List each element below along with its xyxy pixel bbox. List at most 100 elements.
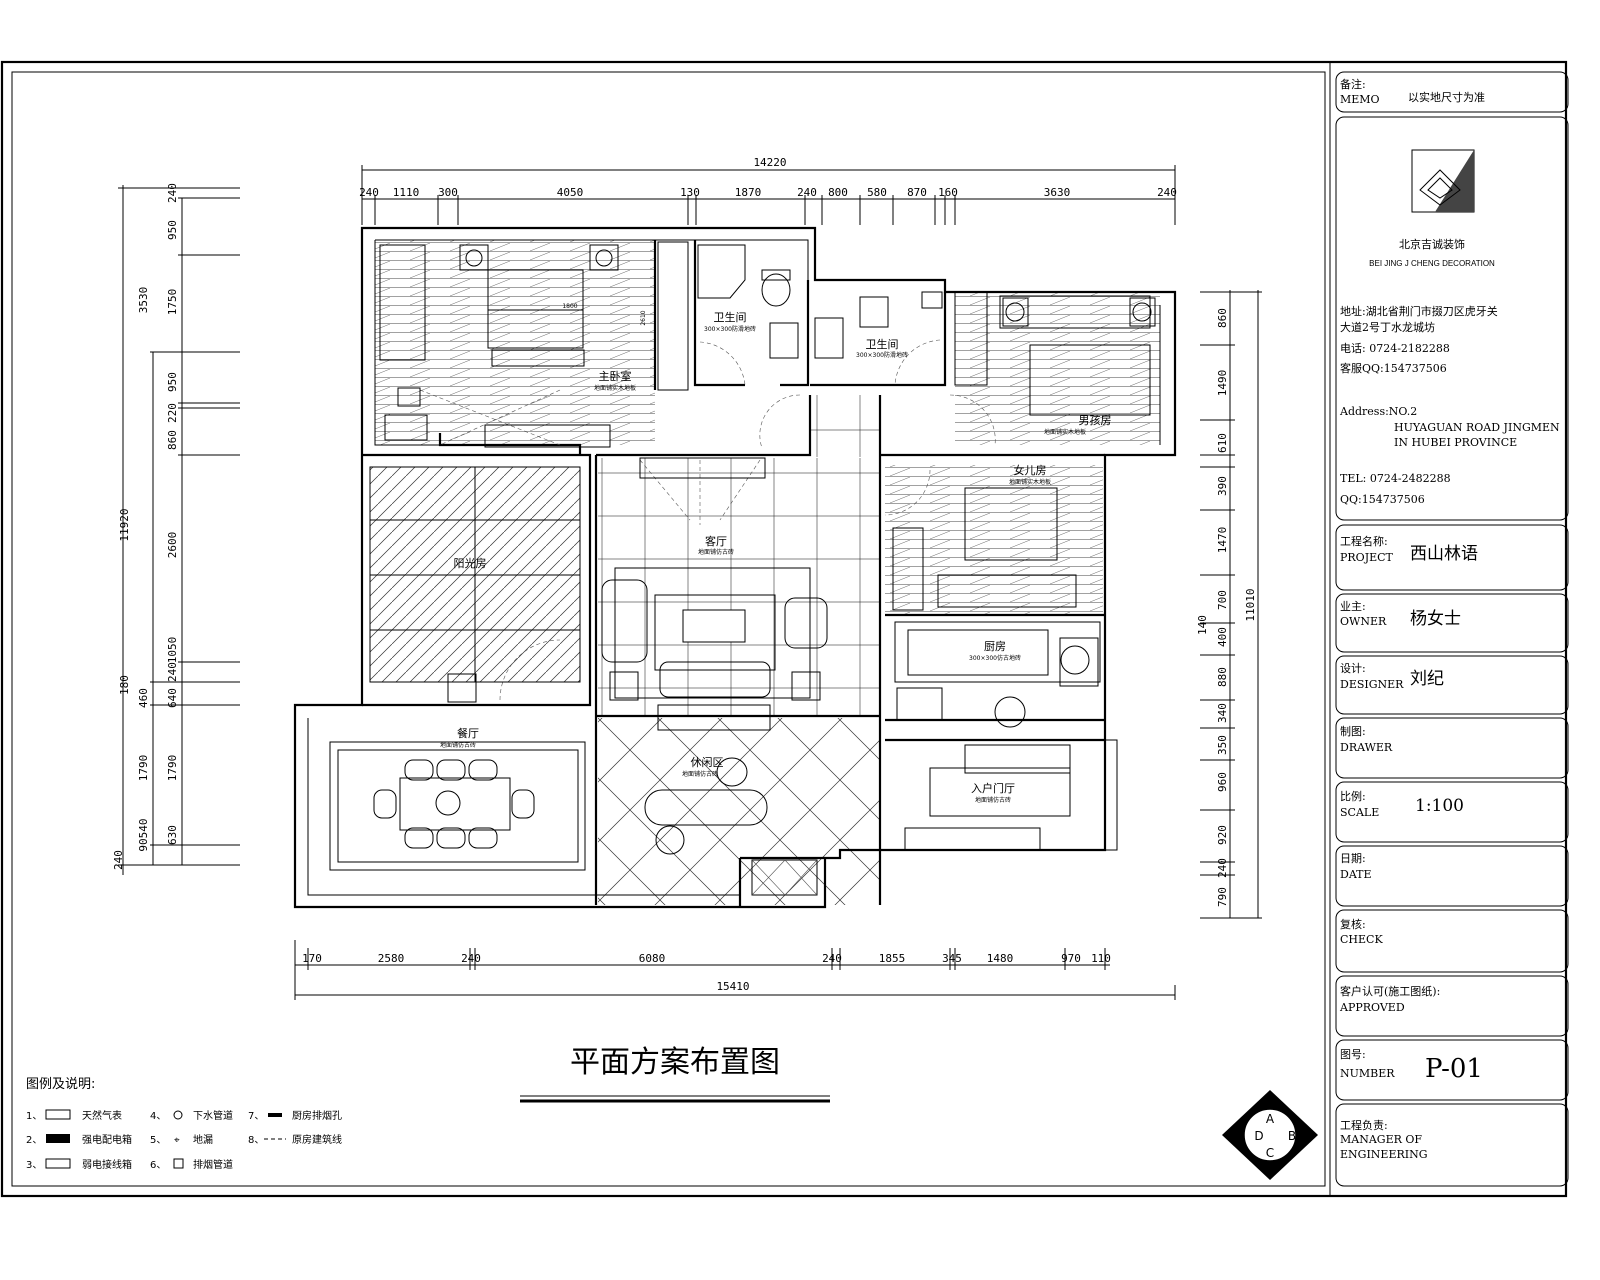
title_block-fields-8-en: NUMBER: [1340, 1067, 1395, 1080]
drawing-dims-left_mid-0: 3530: [137, 287, 150, 314]
drain-pipe-icon: [173, 1110, 183, 1120]
label-master-bedroom: 主卧室: [599, 369, 632, 383]
drawing-dims-right-6: 400: [1216, 627, 1229, 647]
drawing-dims-bottom-8: 970: [1061, 952, 1081, 965]
drawing-dims-bottom_total: 15410: [716, 980, 749, 993]
title_block-address_en_2: HUYAGUAN ROAD JINGMEN: [1394, 421, 1560, 434]
title_block-fields-7-cn: 客户认可(施工图纸):: [1340, 984, 1440, 998]
title_block-fields-5-en: DATE: [1340, 868, 1372, 881]
drawing-dims-right_total: 11010: [1244, 588, 1257, 621]
floor-drain-icon: ⌖: [174, 1135, 180, 1146]
title_block-address_cn_2: 大道2号丁水龙城坊: [1340, 320, 1435, 334]
drawing-rooms-bath2-floor: 300×300防滑地砖: [856, 351, 908, 359]
label-boy-room: 男孩房: [1079, 414, 1112, 427]
drawing-rooms-master_bedroom-floor: 地面铺实木地板: [594, 384, 636, 392]
drawing-dims-left-5: 860: [166, 430, 179, 450]
title_block-fields-6-en: CHECK: [1340, 933, 1383, 946]
company-name: 北京吉诚装饰: [1399, 237, 1465, 251]
drawing-legend-1-label: 强电配电箱: [82, 1133, 132, 1146]
dining-furniture: [329, 741, 586, 871]
drawing-rooms-leisure-floor: 地面铺仿古砖: [682, 770, 718, 778]
drawing-dims-right-7: 880: [1216, 667, 1229, 687]
drawing-dims-left-11: 630: [166, 825, 179, 845]
drawing-legend-2-num: 3、: [26, 1160, 42, 1171]
legend-title: 图例及说明:: [26, 1077, 95, 1092]
label-kitchen: 厨房: [984, 640, 1006, 653]
drawing-dims-left-3: 950: [166, 372, 179, 392]
drawing-dims-top-2: 300: [438, 186, 458, 199]
drawing-dims-left-9: 640: [166, 688, 179, 708]
drawing-dims-bottom-0: 170: [302, 952, 322, 965]
master-bedroom-furniture: 1800 2610: [379, 241, 689, 448]
drawing-dims-right-10: 960: [1216, 772, 1229, 792]
drawing-dims-right-5: 700: [1216, 590, 1229, 610]
drawing-legend-1-num: 2、: [26, 1135, 42, 1146]
drawing-legend-4-num: 5、: [150, 1135, 166, 1146]
drawing-dims-top-3: 4050: [557, 186, 584, 199]
drawing-dims-left-4: 220: [166, 403, 179, 423]
drawing-dims-left_mid-2: 460: [137, 688, 150, 708]
drawing-rooms-bath1-floor: 300×300防滑地砖: [704, 325, 756, 333]
drawing-dims-left_mid-5: 240: [112, 850, 125, 870]
drawing-dims-top-8: 580: [867, 186, 887, 199]
drawing-compass-1: B: [1288, 1129, 1296, 1143]
drawing-legend-2-label: 弱电接线箱: [82, 1158, 132, 1171]
title_block-address_en_1: Address:NO.2: [1339, 405, 1417, 418]
owner-name: 杨女士: [1410, 609, 1461, 629]
drawing-dims-right-2: 610: [1216, 433, 1229, 453]
drawing-legend-0-num: 1、: [26, 1111, 42, 1122]
drawing-compass-3: D: [1254, 1129, 1263, 1143]
title_block-address_cn_1: 地址:湖北省荆门市掇刀区虎牙关: [1340, 304, 1498, 318]
title_block-memo_label_en: MEMO: [1340, 93, 1380, 106]
legend: 图例及说明: 1、 天然气表 2、 强电配电箱 3、 弱电接线箱 4、 下水管道…: [26, 1077, 342, 1171]
drawing-legend-5-num: 6、: [150, 1160, 166, 1171]
label-bathroom-1: 卫生间: [714, 310, 747, 324]
title_block-phone_cn: 电话: 0724-2182288: [1340, 342, 1450, 355]
sunroom: [369, 466, 581, 703]
compass-icon: A B C D: [1222, 1090, 1318, 1180]
drawing-dims-left-2: 1750: [166, 289, 179, 316]
drawing-dims-right-0: 860: [1216, 308, 1229, 328]
title_block-fields-3-en: DRAWER: [1340, 741, 1393, 754]
title_block-qq_cn: 客服QQ:154737506: [1340, 361, 1447, 375]
drawing-dims-top-12: 240: [1157, 186, 1177, 199]
title_block-memo_label: 备注:: [1340, 77, 1366, 91]
drawing-dims-top-9: 870: [907, 186, 927, 199]
title_block-fields-0-en: PROJECT: [1340, 551, 1394, 564]
room-labels: 主卧室 地面铺实木地板 卫生间 300×300防滑地砖 卫生间 300×300防…: [440, 310, 1112, 804]
label-daughter-room: 女儿房: [1014, 463, 1047, 477]
drawing-legend-4-label: 地漏: [193, 1133, 213, 1146]
drawing-dims-bottom-2: 240: [461, 952, 481, 965]
title_block-tel_en: TEL: 0724-2482288: [1340, 472, 1451, 485]
sheet-border: [0, 60, 1568, 1198]
drawing-dims-right_mid: 140: [1196, 615, 1209, 635]
bathroom-fixtures: [697, 244, 988, 386]
drawing-dims-top-10: 160: [938, 186, 958, 199]
title_block-company_en: BEI JING J CHENG DECORATION: [1369, 259, 1495, 268]
drawing-dims-left_mid-3: 1790: [137, 755, 150, 782]
living-room-furniture: [601, 457, 828, 731]
drawing-dims-left-7: 1050: [166, 637, 179, 664]
drawing-legend-7-label: 原房建筑线: [292, 1133, 342, 1146]
label-sunroom: 阳光房: [454, 556, 487, 570]
drawing-rooms-boy_room-floor: 地面铺实木地板: [1044, 428, 1086, 436]
company-logo: [1411, 149, 1475, 213]
power-box-icon: [46, 1134, 70, 1143]
kitchen-fixtures: [894, 621, 1118, 851]
drawing-dims-right-11: 920: [1216, 825, 1229, 845]
title-block: 备注: MEMO 以实地尺寸为准 北京吉诚装饰 BEI JING J CHENG…: [1335, 71, 1569, 1187]
drawing-dims-top-4: 130: [680, 186, 700, 199]
drawing-dims-right-8: 340: [1216, 703, 1229, 723]
title_block-fields-4-en: SCALE: [1340, 806, 1379, 819]
drawing-dims-right-12: 240: [1216, 858, 1229, 878]
drawing-dims-left-0: 240: [166, 183, 179, 203]
label-leisure: 休闲区: [691, 755, 724, 769]
drawing-number: P-01: [1425, 1054, 1483, 1084]
drawing-legend-3-label: 下水管道: [193, 1109, 233, 1122]
dimensions-bottom: 15410 170 2580 240 6080 240 1855 345 148…: [294, 940, 1176, 1000]
drawing-frame: [11, 71, 1326, 1187]
title_block-fields-8-cn: 图号:: [1340, 1048, 1366, 1061]
drawing-dims-bottom-1: 2580: [378, 952, 405, 965]
drawing-dims-left-6: 2600: [166, 532, 179, 559]
drawing-dims-right-1: 1490: [1216, 370, 1229, 397]
